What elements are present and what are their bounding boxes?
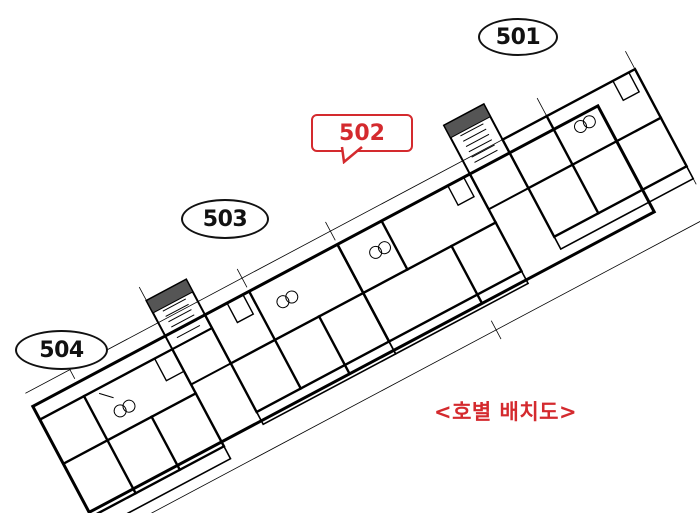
unit-label-504: 504 (15, 330, 108, 370)
unit-label-504-text: 504 (39, 337, 84, 363)
unit-502-plan (335, 172, 530, 355)
unit-callout-502-text: 502 (339, 120, 385, 146)
unit-503-plan (203, 242, 397, 426)
dimension-lines (25, 50, 700, 513)
stair-core-2 (442, 102, 530, 211)
diagram-title: <호별 배치도> (434, 400, 578, 424)
callout-tail-icon (340, 146, 363, 164)
stair-core-1 (145, 278, 233, 386)
unit-label-501: 501 (478, 18, 558, 56)
unit-label-503: 503 (181, 199, 269, 239)
unit-504-plan (38, 347, 232, 513)
unit-501-plan (500, 67, 695, 251)
unit-label-503-text: 503 (202, 206, 248, 232)
unit-label-501-text: 501 (495, 24, 541, 50)
building-outline (30, 103, 657, 513)
unit-callout-502: 502 (311, 114, 413, 152)
